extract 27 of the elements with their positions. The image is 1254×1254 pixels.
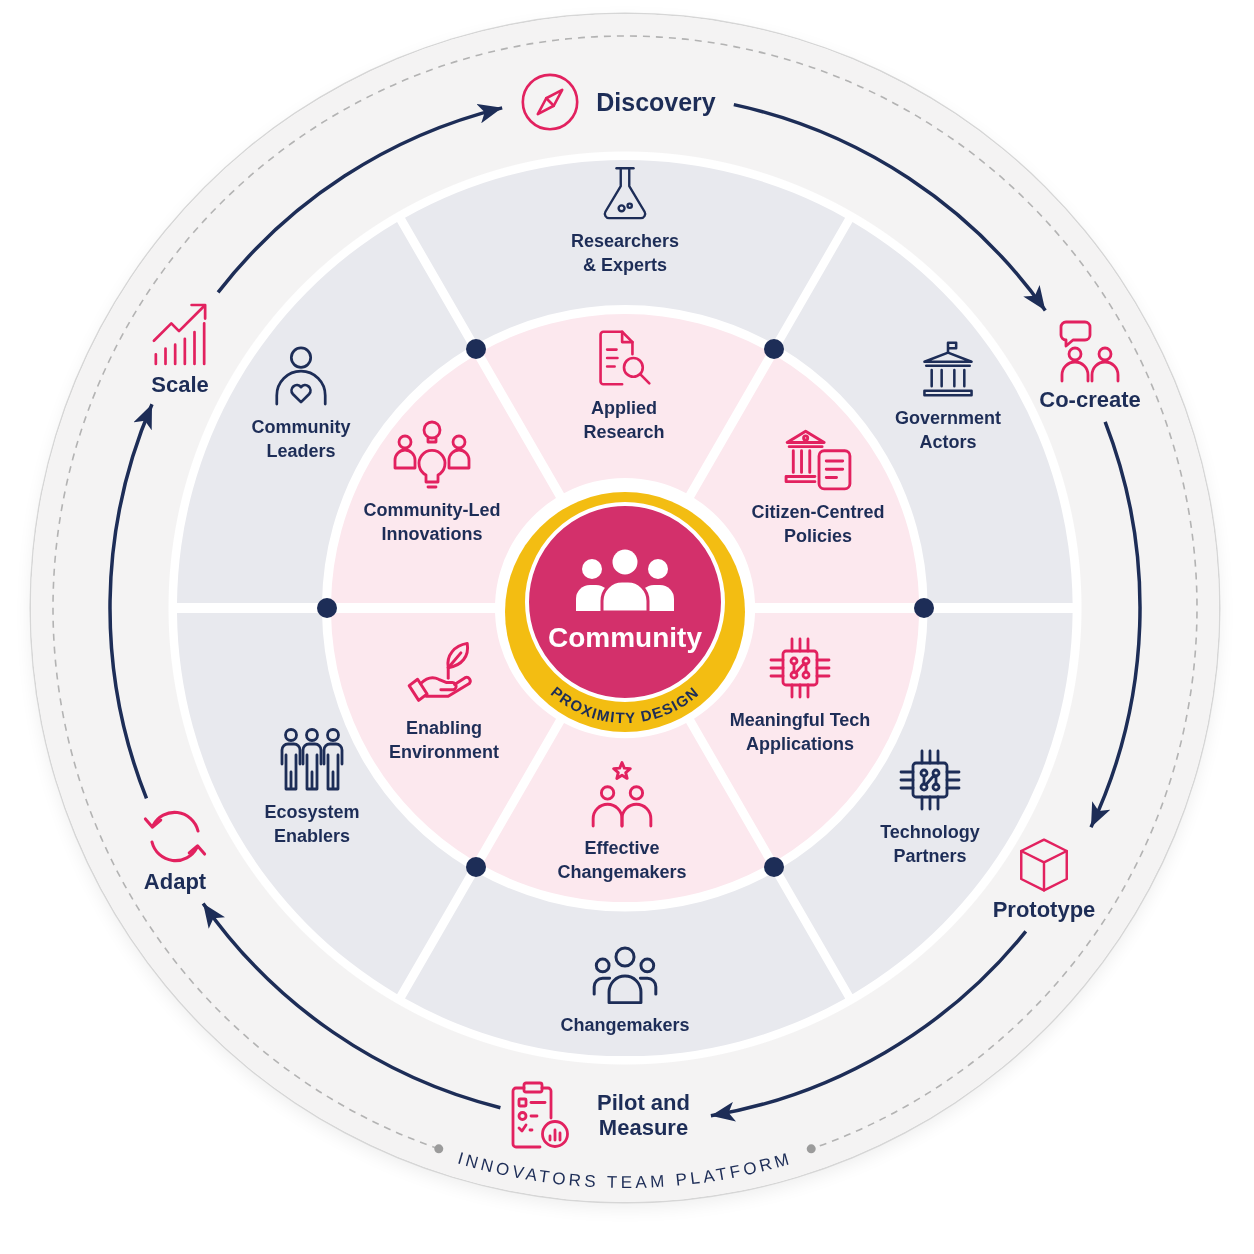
segment-label: Community Leaders xyxy=(250,416,352,463)
segment-label: Government Actors xyxy=(893,407,1002,454)
segment-label: Meaningful Tech Applications xyxy=(728,709,872,756)
stage-label: Prototype xyxy=(992,896,1096,923)
segment-label: Community-Led Innovations xyxy=(362,499,502,546)
cycle-arrow xyxy=(1089,421,1142,828)
stage-label: Scale xyxy=(151,371,209,398)
center-label: Community xyxy=(548,621,702,655)
cycle-arrow xyxy=(201,902,501,1110)
segment-label: Researchers & Experts xyxy=(569,230,681,277)
cycle-arrow xyxy=(216,105,503,294)
cycle-arrow xyxy=(710,930,1028,1121)
stage-label: Discovery xyxy=(596,87,716,117)
stage-label: Co-create xyxy=(1039,387,1141,413)
stage-label: Adapt xyxy=(143,868,207,895)
segment-label: Effective Changemakers xyxy=(556,837,688,884)
segment-label: Technology Partners xyxy=(879,821,981,868)
cycle-arrow xyxy=(733,102,1047,312)
ring-segment xyxy=(481,314,769,494)
cycle-arrow xyxy=(108,403,154,799)
segment-label: Applied Research xyxy=(582,397,666,444)
segment-label: Enabling Environment xyxy=(387,717,500,764)
ring-segment xyxy=(404,160,846,344)
segment-label: Changemakers xyxy=(560,1014,690,1037)
segment-label: Citizen-Centred Policies xyxy=(750,501,886,548)
stage-label: Pilot and Measure xyxy=(596,1089,691,1141)
segment-label: Ecosystem Enablers xyxy=(263,801,361,848)
